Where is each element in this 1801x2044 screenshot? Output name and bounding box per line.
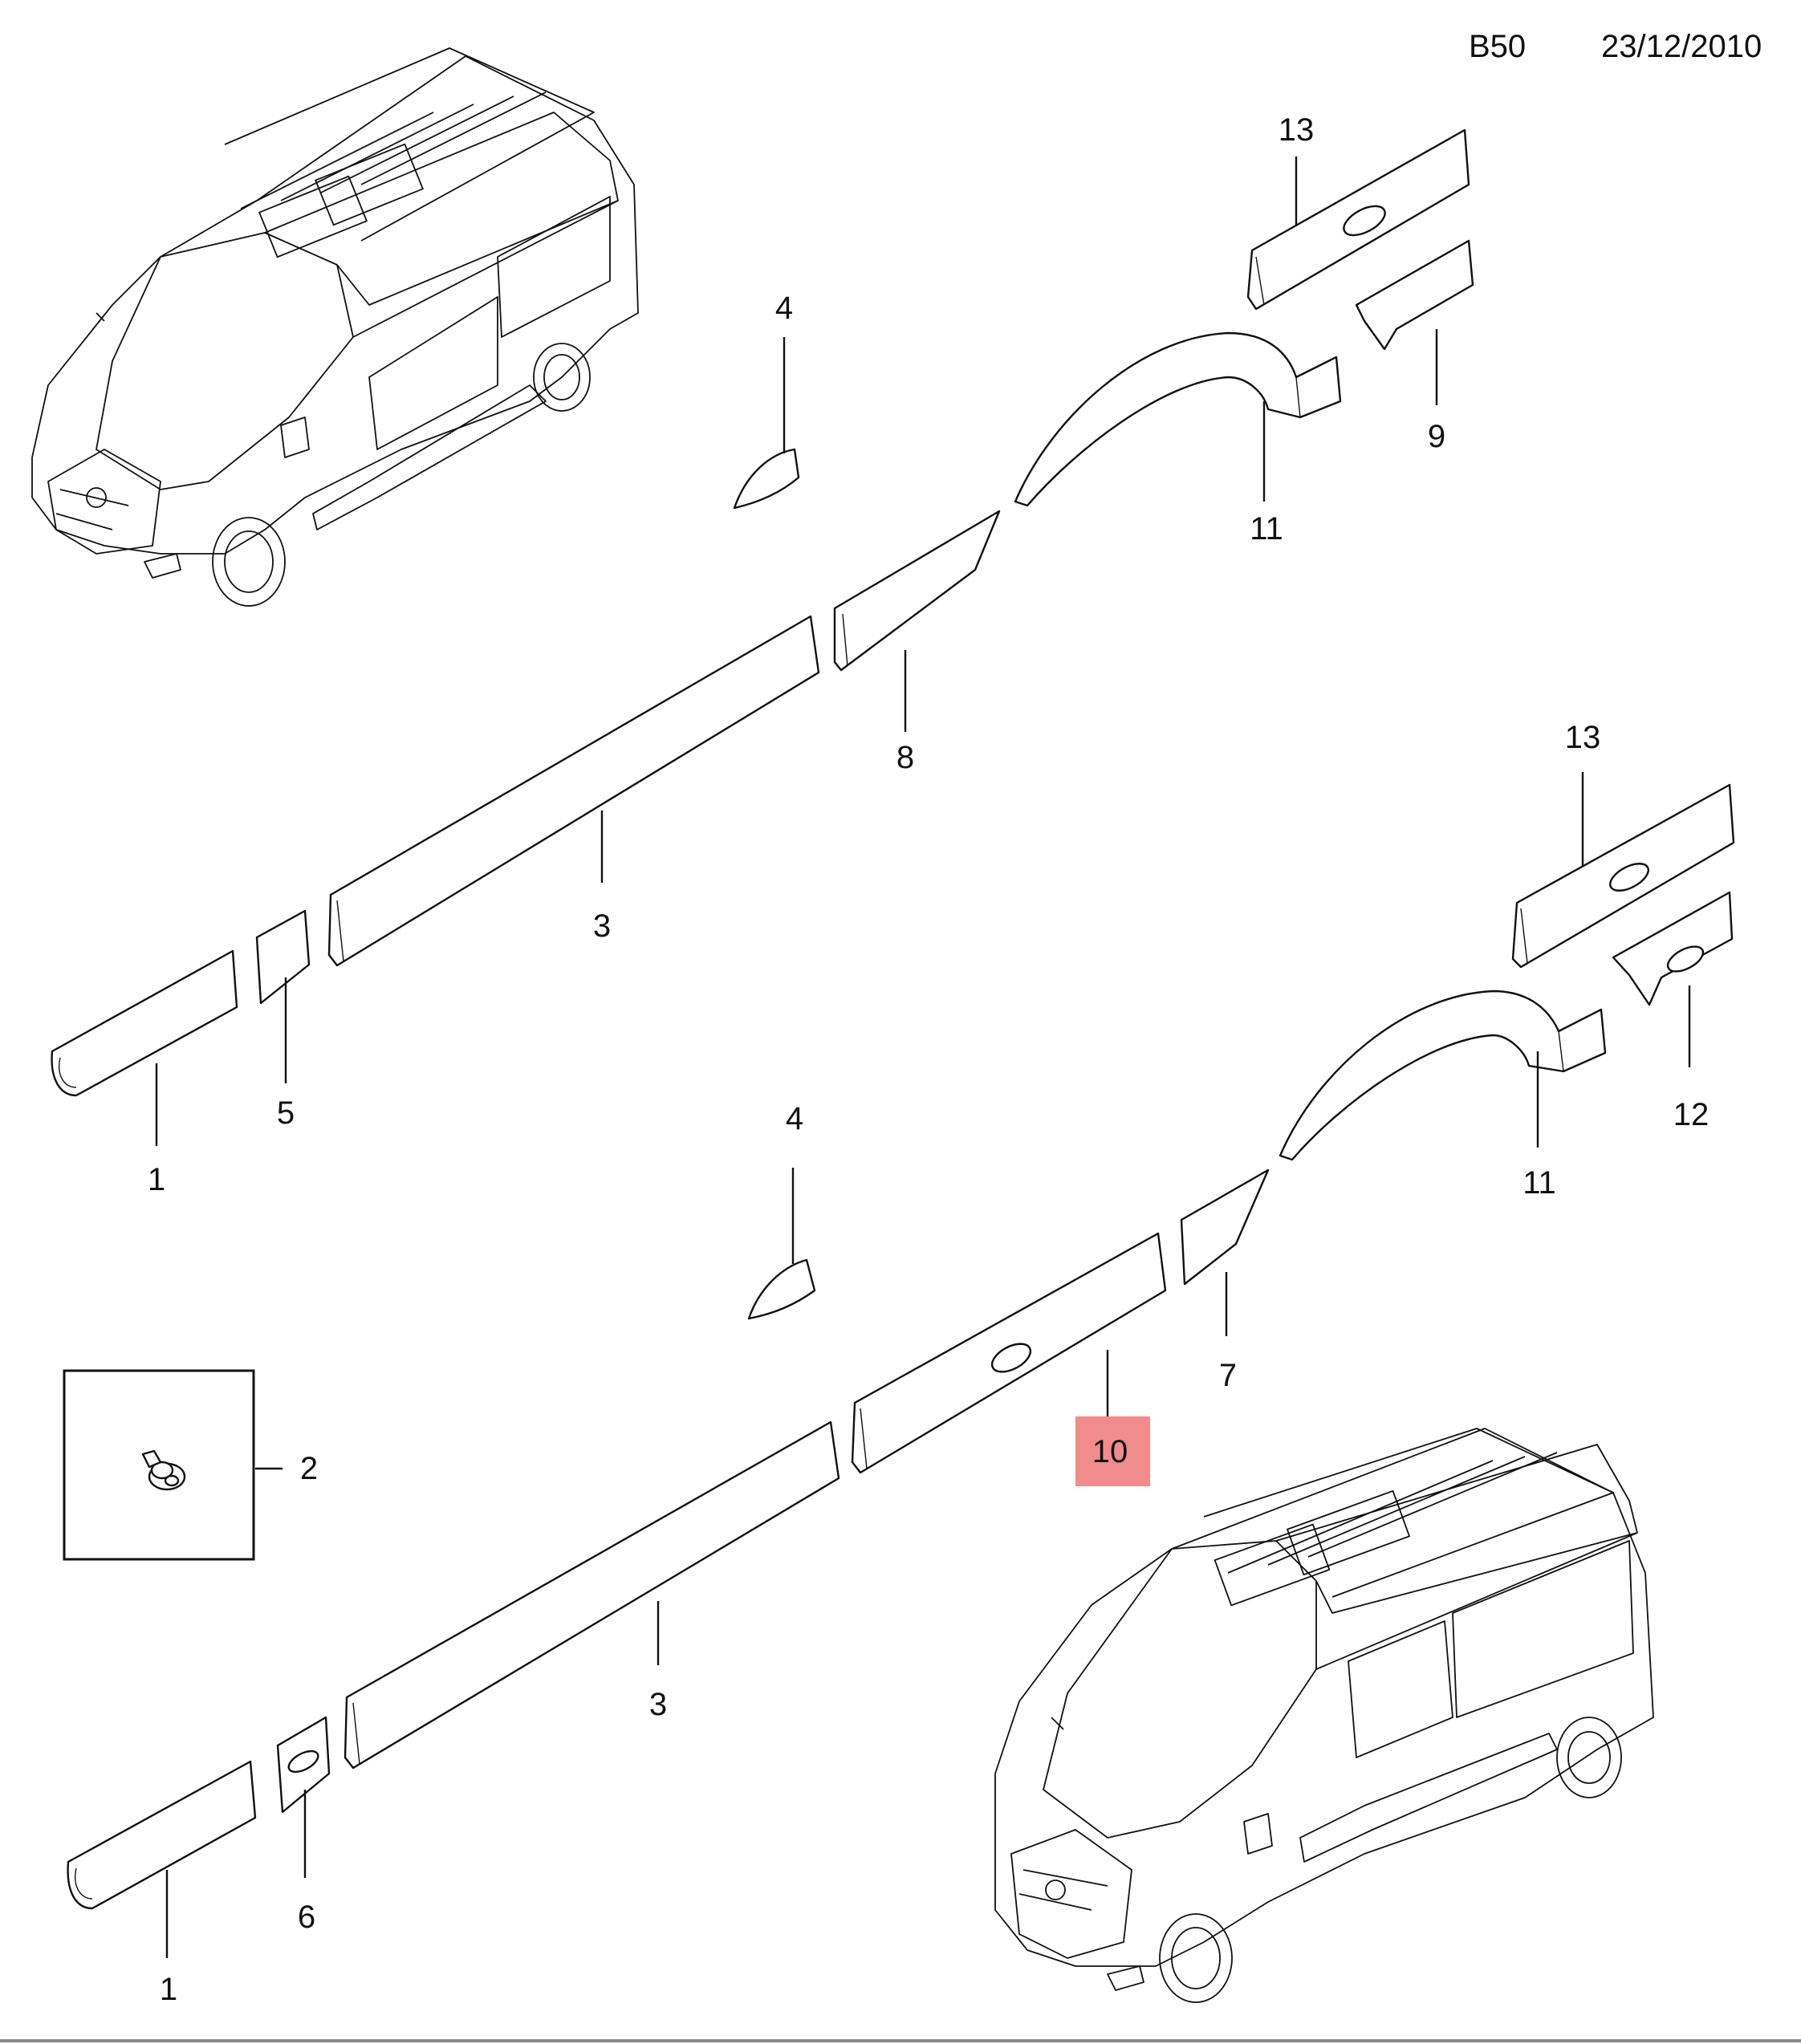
callout-10[interactable]: 10 <box>1092 1434 1128 1469</box>
callout-6[interactable]: 6 <box>298 1900 315 1935</box>
callout-11-lower[interactable]: 11 <box>1523 1165 1556 1201</box>
diagram-date: 23/12/2010 <box>1601 29 1762 64</box>
callout-8[interactable]: 8 <box>896 740 914 775</box>
van-illustration-top <box>31 47 639 607</box>
part-8[interactable] <box>833 510 1001 672</box>
callout-1-lower[interactable]: 1 <box>160 1972 177 2007</box>
part-1-upper[interactable] <box>51 949 238 1097</box>
part-6[interactable] <box>276 1716 331 1814</box>
part-3-upper[interactable] <box>327 615 820 967</box>
callout-3-upper[interactable]: 3 <box>593 908 611 944</box>
callout-2[interactable]: 2 <box>300 1451 318 1486</box>
callout-13-upper[interactable]: 13 <box>1279 112 1315 148</box>
part-4-upper[interactable] <box>733 448 800 510</box>
clip-fastener-icon[interactable] <box>141 1449 186 1491</box>
part-7[interactable] <box>1180 1168 1270 1286</box>
part-1-lower[interactable] <box>67 1760 257 1910</box>
part-10[interactable] <box>851 1232 1167 1474</box>
callout-12[interactable]: 12 <box>1673 1097 1710 1132</box>
part-3-lower[interactable] <box>344 1420 840 1770</box>
part-9[interactable] <box>1355 239 1474 351</box>
callout-13-lower[interactable]: 13 <box>1565 720 1601 755</box>
bottom-divider <box>0 2039 1801 2042</box>
part-12[interactable] <box>1612 891 1734 1006</box>
part-5[interactable] <box>255 909 311 1005</box>
part-11-upper[interactable] <box>1014 331 1342 507</box>
van-illustration-bottom <box>994 1428 1654 2003</box>
callout-5[interactable]: 5 <box>277 1095 295 1131</box>
callout-10-highlight <box>1075 1416 1150 1486</box>
callout-4-lower[interactable]: 4 <box>786 1101 803 1136</box>
callout-1-upper[interactable]: 1 <box>148 1162 165 1197</box>
leader-lines <box>155 156 1691 1958</box>
callout-4-upper[interactable]: 4 <box>775 291 793 326</box>
callout-3-lower[interactable]: 3 <box>649 1687 667 1722</box>
callout-9[interactable]: 9 <box>1428 419 1445 454</box>
callout-labels: 13 4 11 9 8 3 5 1 13 12 11 4 7 10 2 3 6 … <box>148 112 1709 2007</box>
part-13-lower[interactable] <box>1511 783 1735 969</box>
part-11-lower[interactable] <box>1279 989 1607 1161</box>
diagram-code: B50 <box>1469 29 1527 64</box>
callout-7[interactable]: 7 <box>1219 1358 1237 1393</box>
callout-11-upper[interactable]: 11 <box>1250 511 1283 547</box>
part-13-upper[interactable] <box>1246 128 1470 311</box>
part-4-lower[interactable] <box>747 1258 816 1320</box>
